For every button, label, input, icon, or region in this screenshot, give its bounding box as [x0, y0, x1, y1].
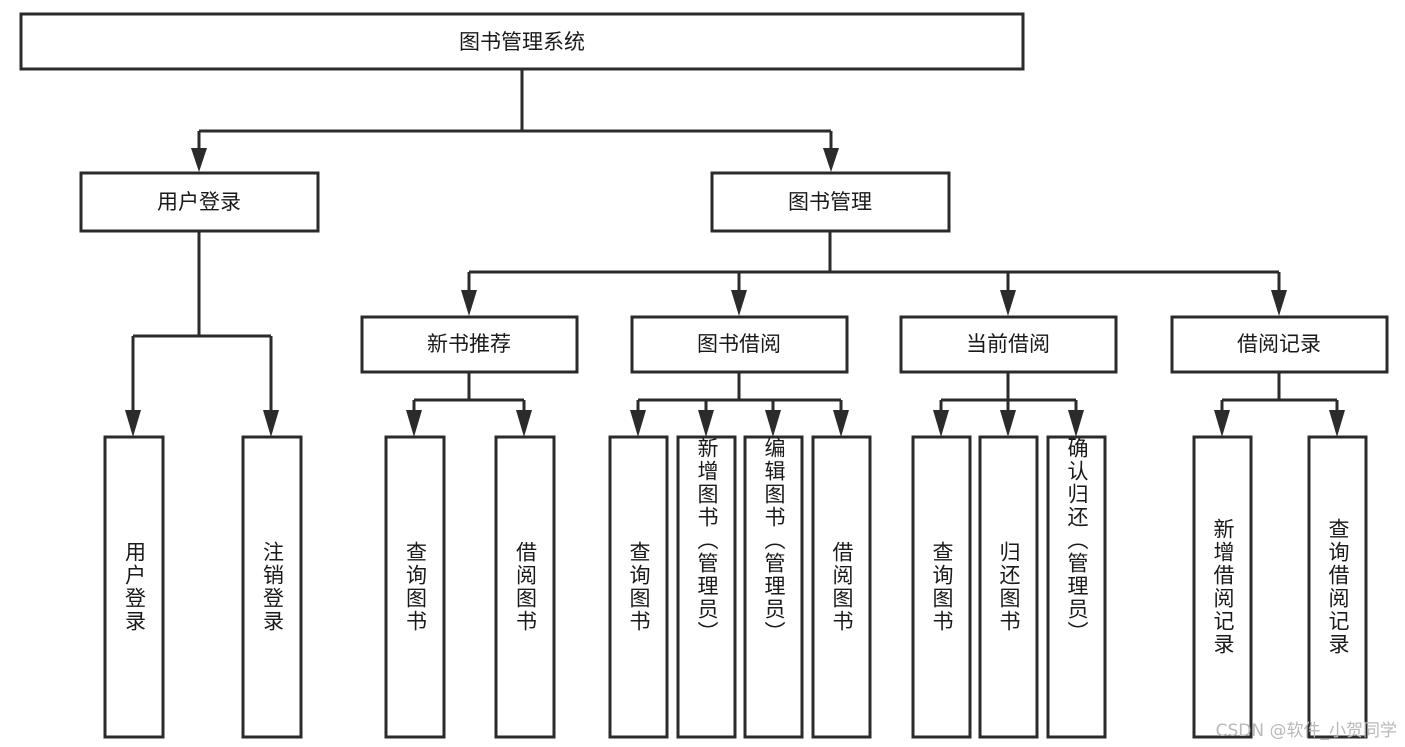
arrow-to-leaf-return-book [1000, 410, 1016, 437]
node-new-book[interactable]: 新书推荐 [360, 315, 579, 374]
leaf-box-query-book-2[interactable] [608, 435, 669, 739]
root-label: 图书管理系统 [459, 30, 585, 54]
book-manage-label: 图书管理 [788, 190, 872, 214]
arrow-to-leaf-query-record [1329, 410, 1345, 437]
book-borrow-label: 图书借阅 [697, 332, 781, 356]
connector-book-borrow-to-leaves [630, 372, 849, 437]
leaf-box-query-record[interactable] [1307, 435, 1368, 739]
arrow-to-book-manage [823, 148, 839, 172]
new-book-box[interactable] [360, 315, 579, 374]
leaf-box-return-book[interactable] [978, 435, 1039, 739]
current-borrow-label: 当前借阅 [966, 332, 1050, 356]
borrow-record-label: 借阅记录 [1237, 332, 1321, 356]
connector-root-to-level2 [191, 69, 839, 172]
leaf-box-logout[interactable] [241, 435, 303, 739]
leaf-box-query-book-1[interactable] [384, 435, 446, 739]
node-root[interactable]: 图书管理系统 [19, 12, 1025, 71]
user-login-box[interactable] [79, 171, 320, 233]
arrow-to-leaf-edit-book [765, 410, 781, 437]
connector-new-book-to-leaves [406, 372, 532, 437]
arrow-to-leaf-add-book [698, 410, 714, 437]
leaf-box-add-book[interactable] [676, 435, 737, 739]
arrow-to-leaf-confirm-return [1068, 410, 1084, 437]
arrow-to-leaf-borrow-book-2 [833, 410, 849, 437]
leaf-box-confirm-return[interactable] [1046, 435, 1107, 739]
arrow-to-borrow-record [1271, 290, 1287, 316]
node-book-borrow[interactable]: 图书借阅 [630, 315, 849, 374]
leaf-box-user-login[interactable] [103, 435, 165, 739]
current-borrow-box[interactable] [899, 315, 1118, 374]
connector-current-borrow-to-leaves [933, 372, 1084, 437]
arrow-to-leaf-add-record [1214, 410, 1230, 437]
leaf-box-edit-book[interactable] [743, 435, 804, 739]
leaf-box-borrow-book-2[interactable] [811, 435, 872, 739]
arrow-to-new-book [461, 290, 477, 316]
arrow-to-leaf-logout [263, 410, 279, 437]
arrow-to-leaf-query-book-2 [630, 410, 646, 437]
connector-user-login-to-leaves [125, 231, 279, 437]
user-login-label: 用户登录 [157, 190, 241, 214]
arrow-to-leaf-user-login [125, 410, 141, 437]
connector-book-manage-to-level3 [461, 231, 1287, 316]
leaf-box-borrow-book-1[interactable] [494, 435, 556, 739]
leaf-box-query-book-3[interactable] [911, 435, 972, 739]
node-user-login[interactable]: 用户登录 [79, 171, 320, 233]
root-box[interactable] [19, 12, 1025, 71]
arrow-to-leaf-query-book-1 [406, 410, 422, 437]
arrow-to-current-borrow [1000, 290, 1016, 316]
arrow-to-user-login [191, 148, 207, 172]
node-book-manage[interactable]: 图书管理 [710, 171, 951, 233]
new-book-label: 新书推荐 [427, 332, 511, 356]
arrow-to-leaf-query-book-3 [933, 410, 949, 437]
node-borrow-record[interactable]: 借阅记录 [1170, 315, 1389, 374]
arrow-to-book-borrow [731, 290, 747, 316]
leaf-box-add-record[interactable] [1192, 435, 1253, 739]
arrow-to-leaf-borrow-book-1 [516, 410, 532, 437]
connector-borrow-record-to-leaves [1214, 372, 1345, 437]
node-current-borrow[interactable]: 当前借阅 [899, 315, 1118, 374]
